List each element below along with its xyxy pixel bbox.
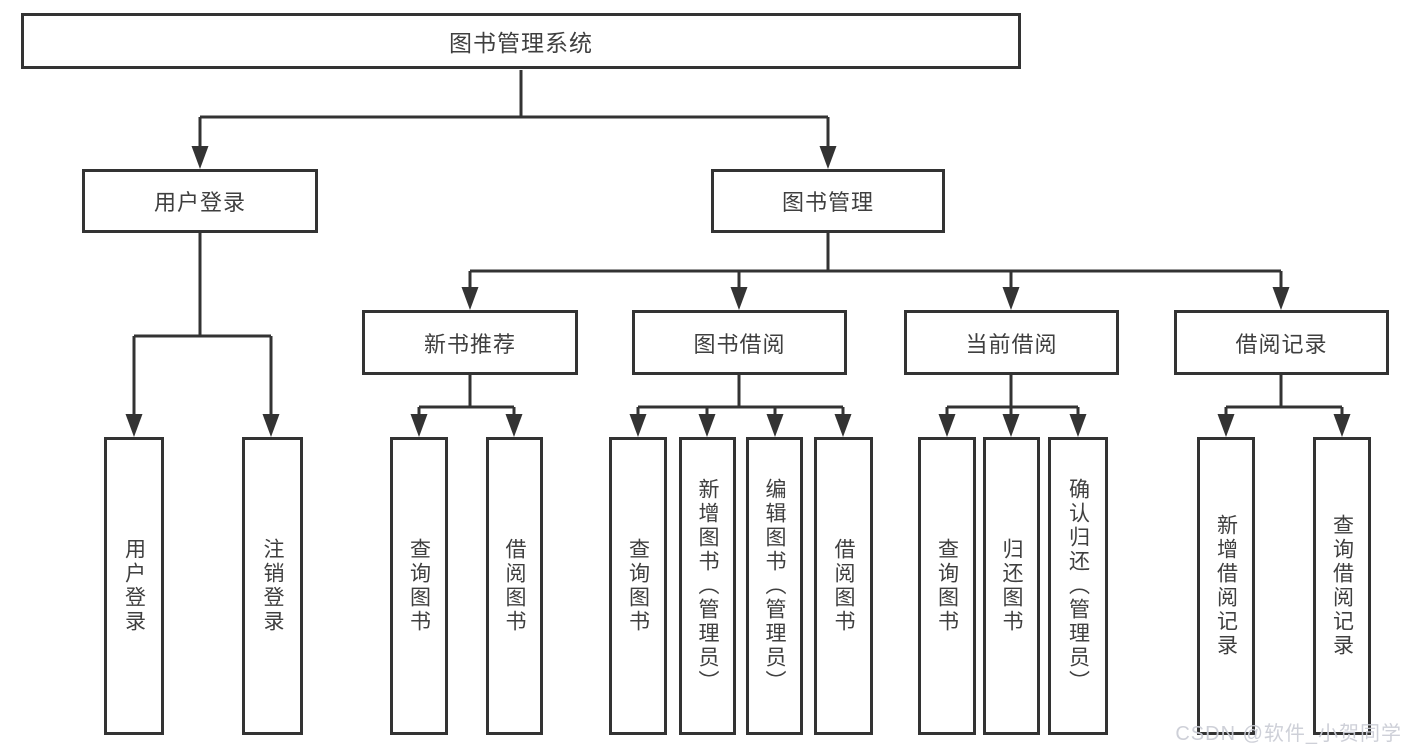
node-book-borrow: 图书借阅 [632,310,847,375]
node-current-borrow: 当前借阅 [904,310,1119,375]
connector-root [198,70,830,147]
connector-current-borrow [945,375,1080,416]
node-root-label: 图书管理系统 [449,30,593,56]
watermark-text: CSDN @软件_小贺同学 [1175,723,1402,745]
leaf-recommend-borrow-books: 借阅图书 [486,437,543,735]
leaf-add-books-admin-label: 新增图书（管理员） [696,478,719,694]
leaf-add-borrow-record-label: 新增借阅记录 [1214,514,1238,658]
leaf-recommend-borrow-books-label: 借阅图书 [503,538,526,634]
node-borrow-record: 借阅记录 [1174,310,1389,375]
connector-book-management [468,233,1283,288]
leaf-borrow-query-books-label: 查询图书 [626,538,650,634]
connector-borrow-record [1224,375,1344,416]
connector-new-book-recommend [417,375,516,416]
node-current-borrow-label: 当前借阅 [965,331,1058,357]
leaf-logout-label: 注销登录 [261,538,284,634]
leaf-edit-books-admin: 编辑图书（管理员） [746,437,803,735]
leaf-add-books-admin: 新增图书（管理员） [679,437,736,735]
node-user-login-label: 用户登录 [153,190,246,215]
node-root: 图书管理系统 [21,13,1021,69]
leaf-return-books-label: 归还图书 [1000,538,1023,634]
leaf-borrow-query-books: 查询图书 [609,437,667,735]
leaf-current-query-books-label: 查询图书 [935,538,959,634]
node-book-borrow-label: 图书借阅 [693,331,786,357]
node-new-book-recommend: 新书推荐 [362,310,578,375]
arrowheads [125,146,1351,437]
leaf-edit-books-admin-label: 编辑图书（管理员） [763,478,786,694]
node-new-book-recommend-label: 新书推荐 [423,331,516,357]
leaf-recommend-query-books-label: 查询图书 [407,538,431,634]
node-book-management: 图书管理 [711,169,945,233]
node-user-login: 用户登录 [82,169,318,233]
connector-user-login [132,233,273,415]
leaf-query-borrow-record: 查询借阅记录 [1313,437,1371,735]
leaf-borrow-books-label: 借阅图书 [832,538,855,634]
leaf-return-books: 归还图书 [983,437,1040,735]
leaf-user-login-label: 用户登录 [122,538,146,634]
node-borrow-record-label: 借阅记录 [1235,331,1328,357]
leaf-confirm-return-admin-label: 确认归还（管理员） [1066,478,1090,694]
leaf-query-borrow-record-label: 查询借阅记录 [1330,514,1354,658]
leaf-confirm-return-admin: 确认归还（管理员） [1048,437,1108,735]
node-book-management-label: 图书管理 [781,190,874,215]
leaf-borrow-books: 借阅图书 [814,437,873,735]
leaf-current-query-books: 查询图书 [918,437,976,735]
leaf-add-borrow-record: 新增借阅记录 [1197,437,1255,735]
leaf-user-login: 用户登录 [104,437,164,735]
leaf-logout: 注销登录 [242,437,303,735]
leaf-recommend-query-books: 查询图书 [390,437,448,735]
connector-book-borrow [636,375,845,416]
